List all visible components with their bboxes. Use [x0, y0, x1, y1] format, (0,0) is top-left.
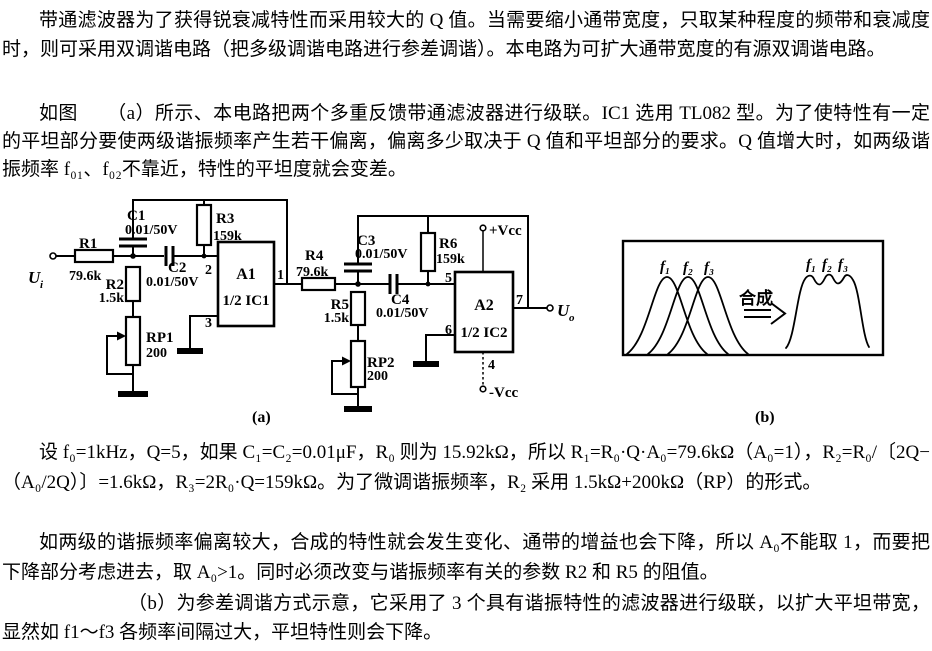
rp1-wiper-arrow	[117, 331, 126, 341]
f3-right-label: f₃	[838, 257, 848, 273]
junction-node2	[355, 281, 361, 287]
c3-value: 0.01/50V	[355, 247, 408, 262]
a1-pin3-label: 3	[205, 316, 212, 331]
c3-name: C3	[357, 233, 375, 249]
a2-name: A2	[474, 297, 494, 314]
r3-value: 159k	[213, 229, 242, 244]
r1-name: R1	[79, 236, 97, 252]
paragraph-intro: 带通滤波器为了获得锐衰减特性而采用较大的 Q 值。当需要缩小通带宽度，只取某种程…	[2, 10, 930, 60]
c4-value: 0.01/50V	[376, 306, 429, 321]
paragraph-figure-b-note: （b）为参差调谐方式示意，它采用了 3 个具有谐振特性的滤波器进行级联，以扩大平…	[2, 593, 930, 643]
rp2-value: 200	[367, 369, 388, 384]
a2-pin5-label: 5	[445, 271, 452, 286]
resistor-r3: R3 159k	[195, 203, 242, 247]
c1-value: 0.01/50V	[125, 223, 178, 238]
f1-right-label: f₁	[806, 257, 816, 273]
resistor-r5: R5 1.5k	[324, 290, 367, 327]
figure-b-response: f₁ f₂ f₃ 合成 f₁ f₂ f₃ (b)	[621, 239, 885, 426]
c2-value: 0.01/50V	[146, 275, 199, 290]
figure-a-caption: (a)	[252, 409, 271, 426]
output-voltage-subscript: o	[569, 312, 575, 324]
r2-value: 1.5k	[99, 291, 125, 306]
junction-r3	[201, 253, 207, 259]
stage1-wires	[55, 199, 303, 392]
figure-circuit-and-response: U i R1 79.6k C1 0.01/50V C2 0.01/50V	[28, 199, 885, 426]
a1-ic-label: 1/2 IC1	[222, 293, 269, 309]
paragraph-figure-description: 如图 （a）所示、本电路把两个多重反馈带通滤波器进行级联。IC1 选用 TL08…	[2, 103, 930, 180]
synthesis-arrow-icon	[744, 302, 787, 325]
ground-symbol-rp1	[118, 391, 148, 397]
opamp-a1: A1 1/2 IC1 2 3 1	[205, 240, 284, 331]
potentiometer-rp2: RP2 200	[342, 339, 395, 412]
r5-name: R5	[331, 297, 349, 313]
resistor-r4: R4 79.6k	[296, 248, 337, 292]
vcc-negative-label: -Vcc	[489, 385, 518, 401]
figure-b-frame	[621, 239, 885, 357]
a2-pin7-label: 7	[516, 293, 523, 308]
r6-value: 159k	[436, 252, 465, 267]
a1-pin1-label: 1	[277, 268, 284, 283]
vcc-positive-label: +Vcc	[489, 223, 522, 239]
r2-name: R2	[106, 277, 124, 293]
capacitor-c2: C2 0.01/50V	[146, 246, 199, 290]
rp2-name: RP2	[367, 355, 395, 371]
resistor-r1: R1 79.6k	[69, 236, 115, 284]
junction-node1	[130, 253, 136, 259]
input-voltage-subscript: i	[40, 279, 44, 291]
paragraph-detuning-note: 如两级的谐振频率偏离较大，合成的特性就会发生变化、通带的增益也会下降，所以 A₀…	[2, 532, 930, 583]
capacitor-c3: C3 0.01/50V	[344, 233, 408, 273]
c4-name: C4	[391, 292, 410, 308]
output-voltage-label: U	[557, 301, 570, 320]
r5-value: 1.5k	[324, 311, 350, 326]
a1-pin2-label: 2	[205, 263, 212, 278]
capacitor-c4: C4 0.01/50V	[376, 274, 429, 321]
figure-a-circuit: U i R1 79.6k C1 0.01/50V C2 0.01/50V	[28, 199, 575, 426]
f2-left-label: f₂	[683, 260, 693, 276]
potentiometer-rp1: RP1 200	[117, 315, 174, 397]
a1-name: A1	[236, 266, 256, 283]
figure-b-caption: (b)	[755, 409, 775, 426]
capacitor-c1: C1 0.01/50V	[119, 208, 178, 248]
paragraph-component-calculation: 设 f₀=1kHz，Q=5，如果 C₁=C₂=0.01μF，R₀ 则为 15.9…	[2, 442, 930, 493]
f2-right-label: f₂	[822, 257, 832, 273]
r4-name: R4	[305, 248, 324, 264]
combined-response-curve	[785, 273, 870, 349]
input-terminal	[49, 252, 57, 260]
r6-name: R6	[439, 236, 458, 252]
a2-ic-label: 1/2 IC2	[460, 325, 507, 341]
ground-symbol-a2	[413, 361, 439, 367]
resistor-r6: R6 159k	[419, 231, 465, 273]
c1-name: C1	[127, 208, 145, 224]
synthesis-label: 合成	[739, 288, 773, 308]
vcc-positive-terminal	[479, 224, 487, 232]
resistor-r2: R2 1.5k	[99, 265, 142, 306]
rp1-value: 200	[146, 346, 167, 361]
r3-name: R3	[216, 211, 234, 227]
ground-symbol-rp2	[344, 406, 372, 412]
opamp-a2: A2 1/2 IC2 5 6 7 4	[445, 270, 523, 373]
r1-value: 79.6k	[69, 269, 102, 284]
rp2-wiper-arrow	[342, 356, 351, 366]
a2-pin6-label: 6	[445, 323, 452, 338]
f3-left-label: f₃	[704, 260, 714, 276]
output-terminal	[546, 304, 554, 312]
r4-value: 79.6k	[296, 265, 329, 280]
vcc-negative-terminal	[479, 385, 487, 393]
rp1-name: RP1	[146, 330, 174, 346]
input-voltage-label: U	[28, 268, 41, 287]
c2-name: C2	[168, 260, 186, 276]
individual-response-curves	[626, 276, 749, 355]
a2-pin4-label: 4	[488, 358, 495, 373]
f1-left-label: f₁	[660, 259, 670, 275]
junction-r6	[425, 281, 431, 287]
ground-symbol-a1	[177, 348, 203, 354]
